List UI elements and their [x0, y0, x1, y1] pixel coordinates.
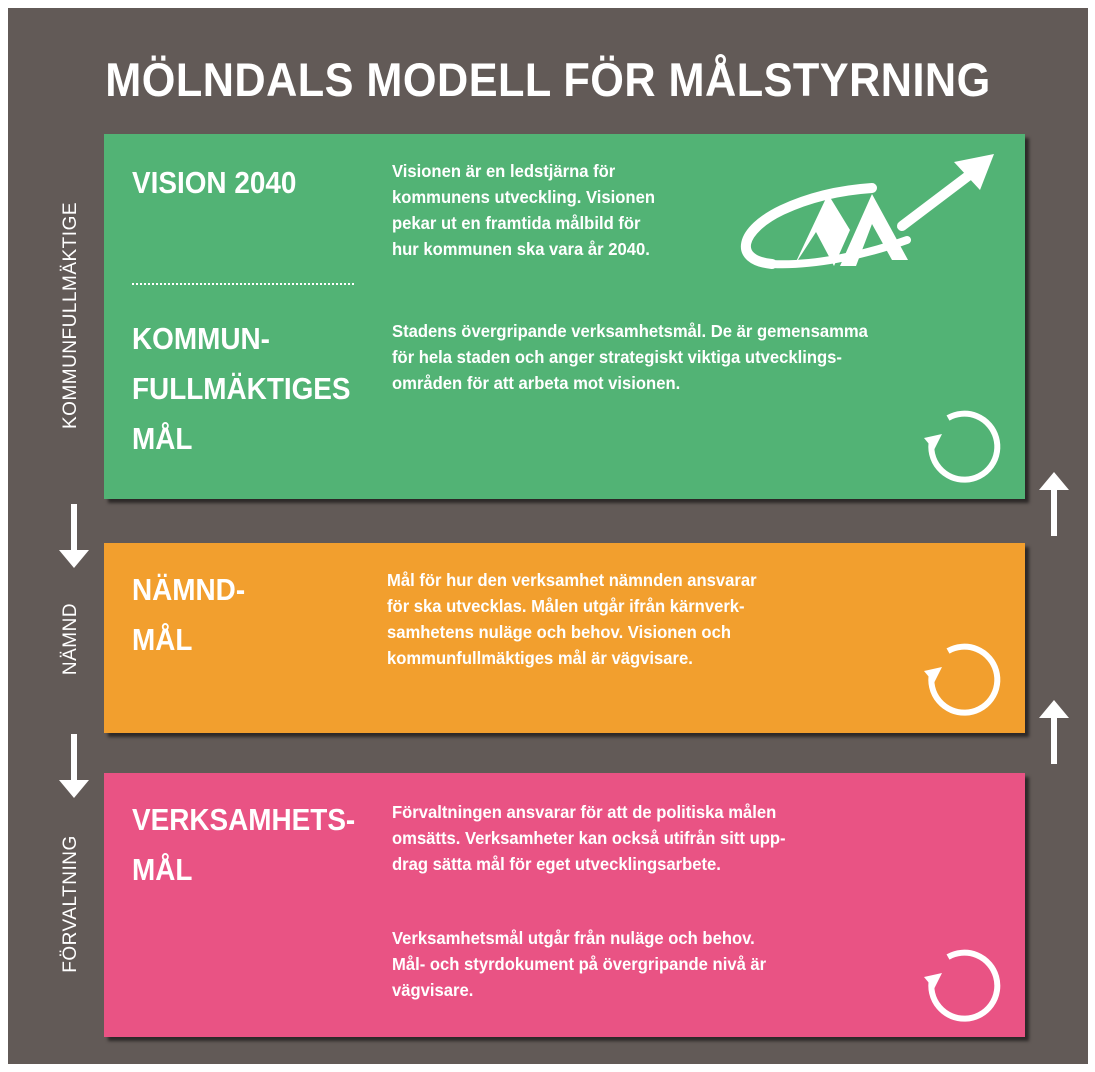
arrow-up-icon	[1039, 700, 1069, 764]
namnd-goals-heading: NÄMND- MÅL	[132, 572, 246, 657]
cycle-icon	[924, 643, 1001, 716]
verksamhet-goals-text-1: Förvaltningen ansvarar för att de politi…	[392, 802, 786, 874]
kommunfullmaktige-panel: VISION 2040 Visionen är en ledstjärna fö…	[104, 134, 1025, 499]
side-label-forvaltning: FÖRVALTNING	[60, 835, 81, 973]
namnd-panel: NÄMND- MÅL Mål för hur den verksamhet nä…	[104, 543, 1025, 733]
arrow-down-icon	[59, 504, 89, 568]
kf-goals-heading: KOMMUN- FULLMÄKTIGES MÅL	[132, 321, 351, 456]
forvaltning-panel: VERKSAMHETS- MÅL Förvaltningen ansvarar …	[104, 773, 1025, 1037]
molndal-logo-arrow-icon	[740, 154, 994, 269]
vision-heading: VISION 2040	[132, 165, 297, 200]
arrow-down-icon	[59, 734, 89, 798]
namnd-goals-text: Mål för hur den verksamhet nämnden ansva…	[387, 570, 757, 668]
cycle-icon	[924, 949, 1001, 1022]
dotted-divider	[132, 283, 354, 285]
vision-text: Visionen är en ledstjärna för kommunens …	[392, 161, 656, 259]
cycle-icon	[924, 410, 1001, 483]
kf-goals-text: Stadens övergripande verksamhetsmål. De …	[392, 321, 868, 393]
verksamhet-goals-heading: VERKSAMHETS- MÅL	[132, 802, 356, 887]
page-title: MÖLNDALS MODELL FÖR MÅLSTYRNING	[105, 53, 991, 106]
arrow-up-icon	[1039, 472, 1069, 536]
side-label-kommunfullmaktige: KOMMUNFULLMÄKTIGE	[60, 201, 81, 429]
verksamhet-goals-text-2: Verksamhetsmål utgår från nuläge och beh…	[392, 928, 767, 1000]
model-frame: MÖLNDALS MODELL FÖR MÅLSTYRNING KOMMUNFU…	[8, 8, 1088, 1064]
